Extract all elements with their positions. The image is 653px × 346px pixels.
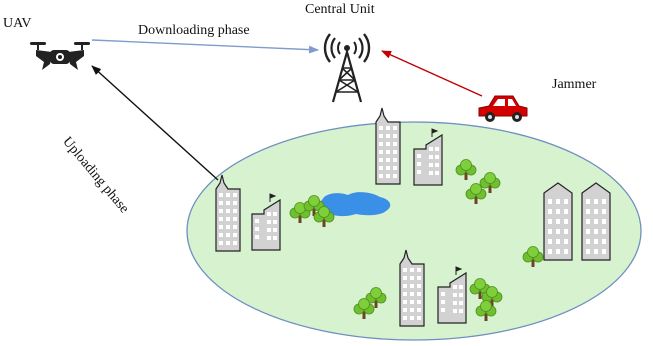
- building-icon: [543, 182, 611, 261]
- jammer-label: Jammer: [552, 77, 597, 92]
- building-icon: [375, 107, 401, 185]
- uploading-phase-arrow: [91, 65, 219, 181]
- drone-icon: [30, 42, 90, 70]
- car-icon: [478, 95, 528, 122]
- downloading-phase-arrow: [91, 39, 319, 54]
- coverage-region: [186, 121, 642, 341]
- central-unit-label: Central Unit: [305, 2, 375, 17]
- uav-label: UAV: [3, 16, 32, 31]
- lake-icon: [319, 192, 391, 217]
- downloading-phase-label: Downloading phase: [138, 23, 250, 38]
- antenna-tower-icon: [323, 33, 371, 103]
- jamming-arrow: [381, 50, 483, 97]
